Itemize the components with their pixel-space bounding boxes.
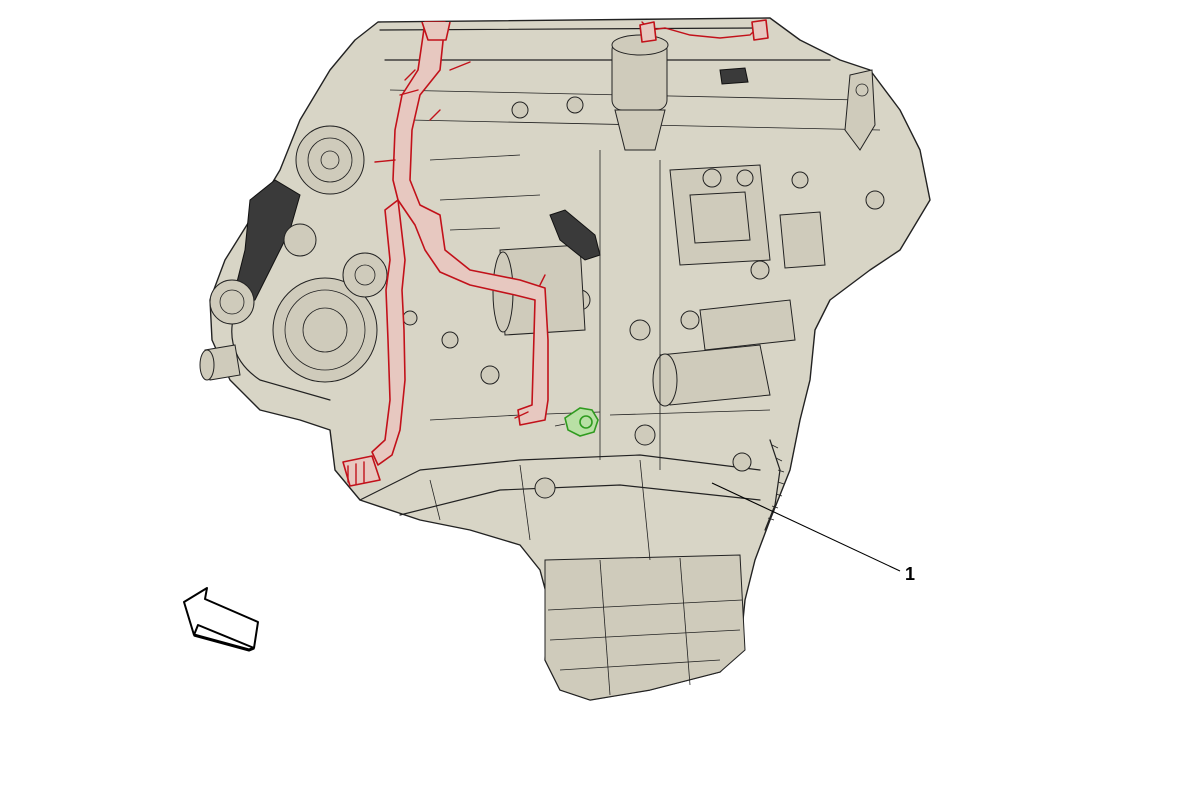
callout-1: 1 (711, 482, 915, 584)
highlighted-sensor (554, 407, 599, 437)
callout-label: 1 (905, 564, 915, 584)
accessory-drive (199, 125, 388, 401)
callout-leader-line (711, 482, 901, 572)
wiring-harness (342, 19, 769, 487)
front-of-engine-arrow-icon (183, 587, 259, 652)
